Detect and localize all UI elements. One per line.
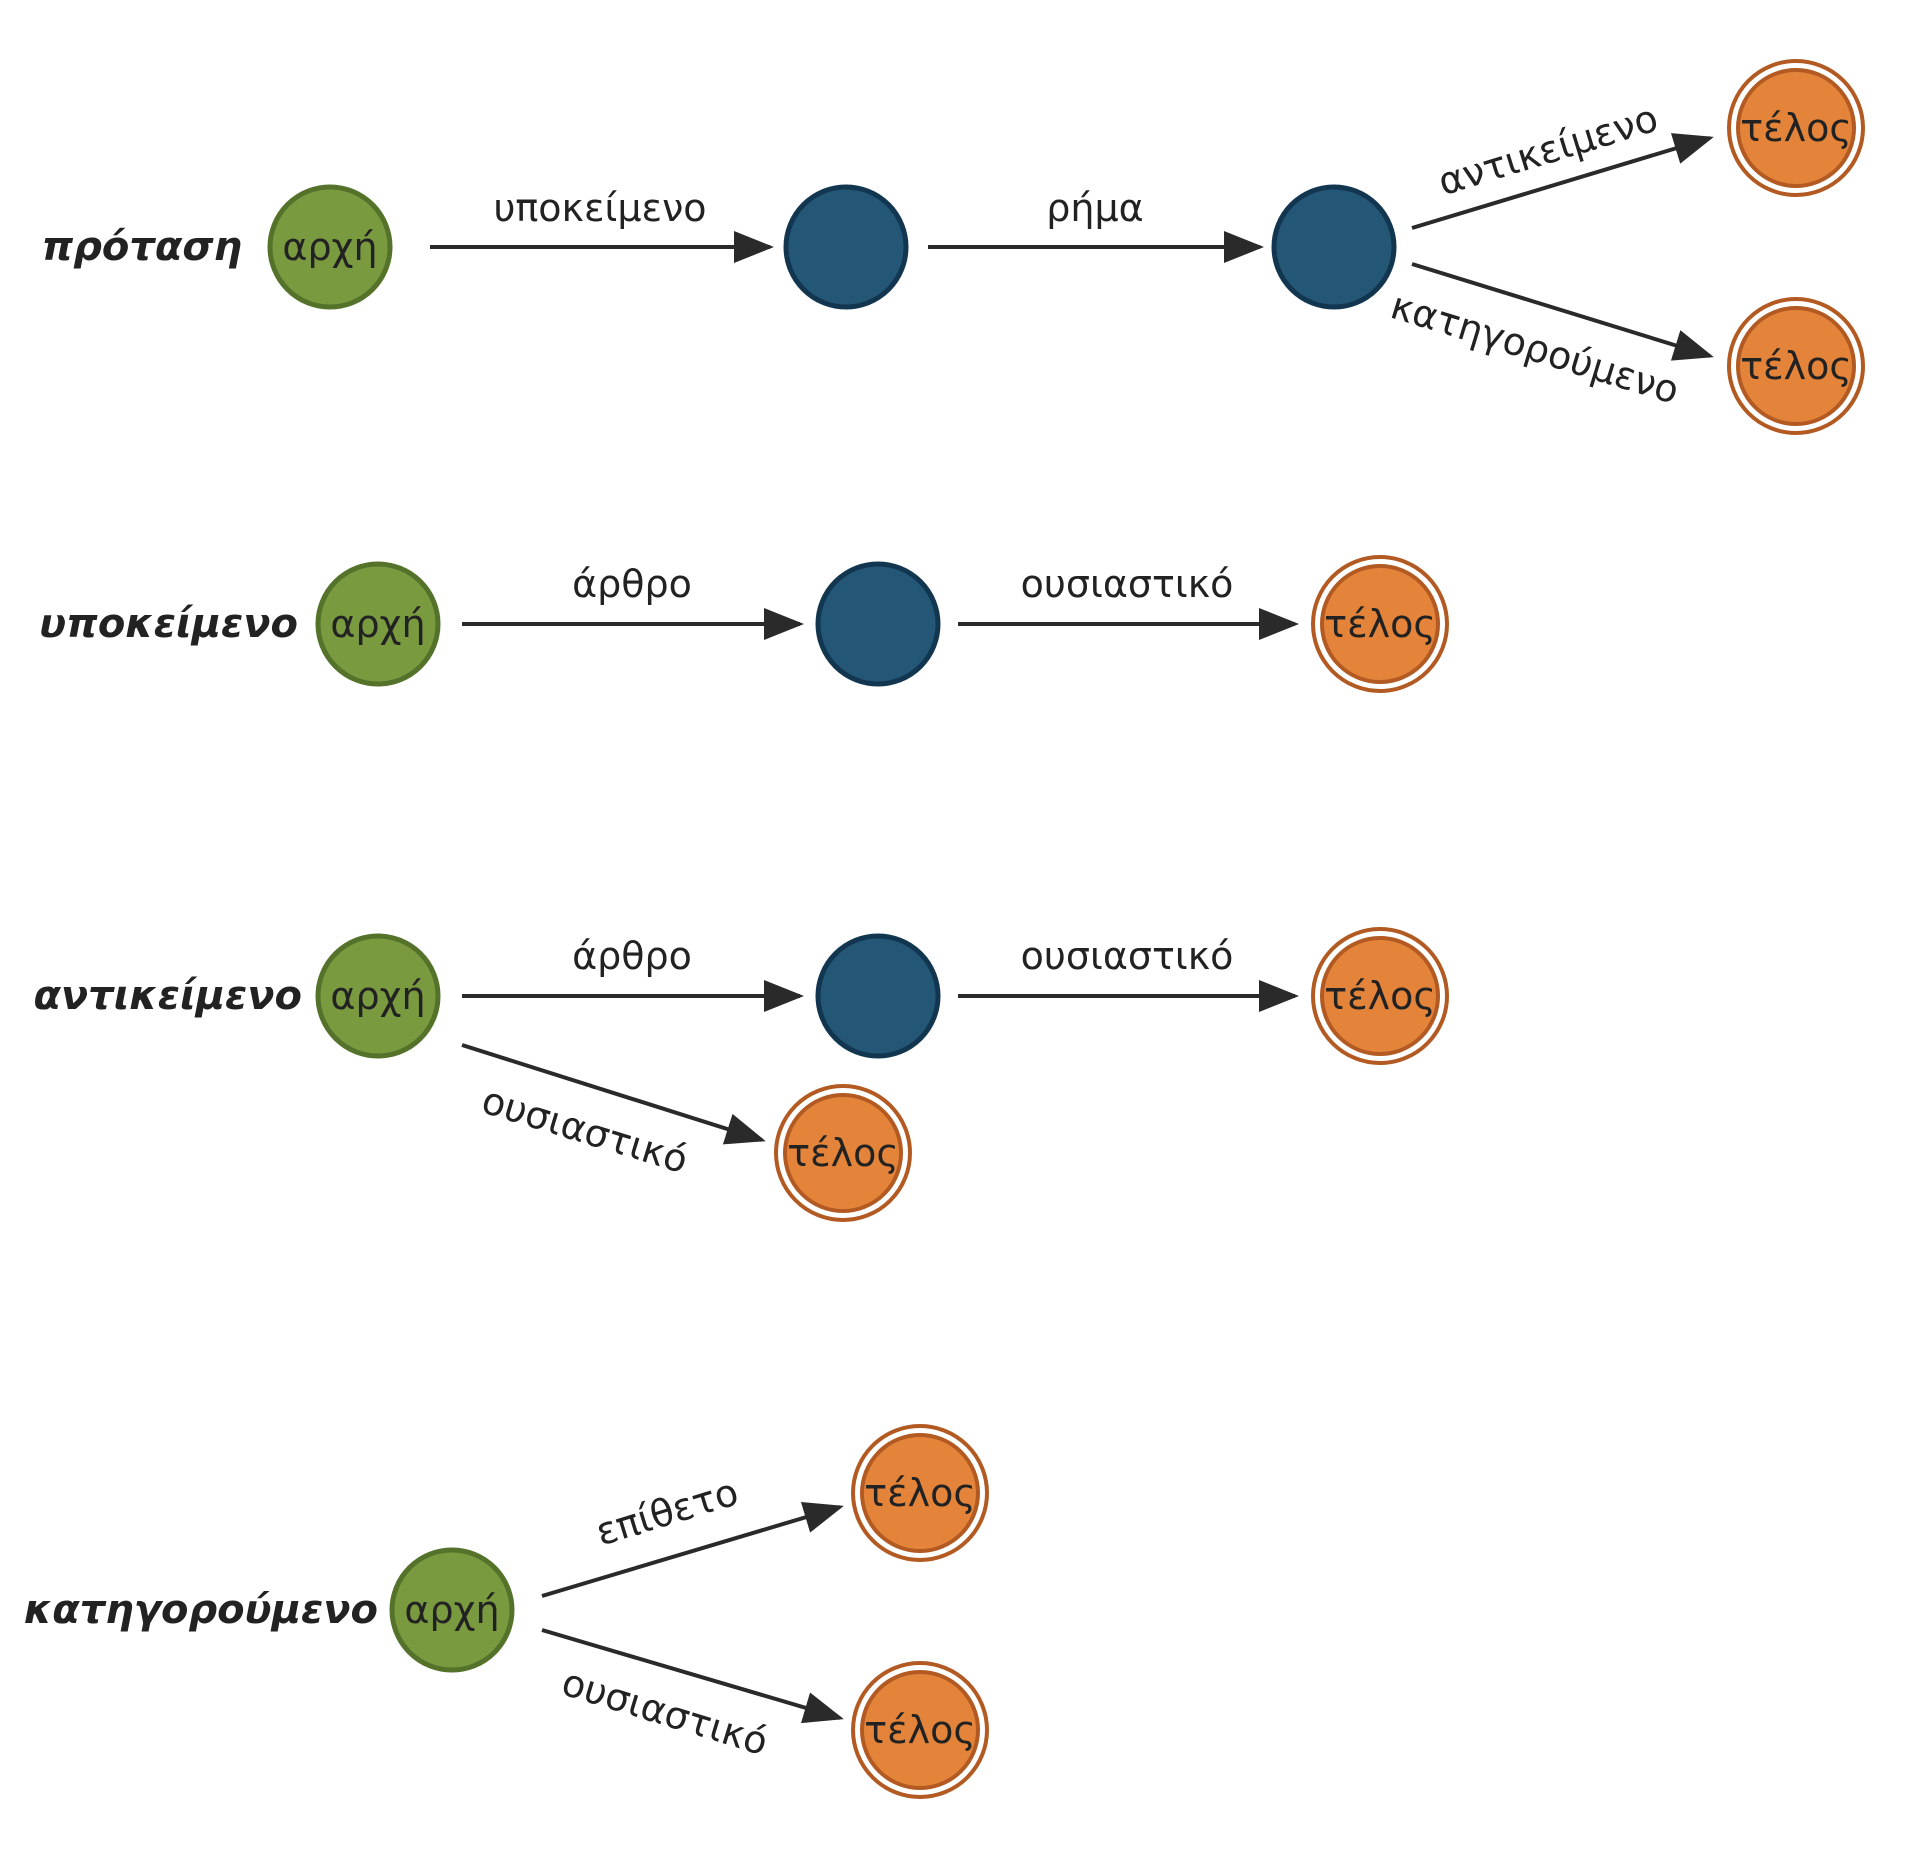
end-state-circle bbox=[783, 1093, 903, 1213]
state-label: τέλος bbox=[1324, 602, 1435, 646]
state-label: τέλος bbox=[1740, 106, 1851, 150]
end-state-circle bbox=[1736, 68, 1856, 188]
end-state: τέλος bbox=[1727, 297, 1865, 435]
state-label: τέλος bbox=[787, 1131, 898, 1175]
end-state: τέλος bbox=[1311, 555, 1449, 693]
transition-label: ρήμα bbox=[1046, 186, 1143, 230]
end-state: τέλος bbox=[851, 1424, 989, 1562]
start-state-circle bbox=[389, 1547, 515, 1673]
intermediate-state-circle bbox=[1271, 184, 1397, 310]
intermediate-state-circle bbox=[783, 184, 909, 310]
rule-label: αντικείμενο bbox=[33, 973, 302, 1019]
state-label: τέλος bbox=[864, 1471, 975, 1515]
end-state: τέλος bbox=[851, 1661, 989, 1799]
state-label: τέλος bbox=[1740, 344, 1851, 388]
state-label: αρχή bbox=[282, 225, 377, 269]
transition-arrow bbox=[541, 1501, 844, 1598]
start-state-circle bbox=[315, 933, 441, 1059]
rule-label: πρόταση bbox=[42, 224, 242, 270]
end-state: τέλος bbox=[774, 1084, 912, 1222]
transition-label: άρθρο bbox=[572, 934, 692, 978]
intermediate-state bbox=[815, 933, 941, 1059]
intermediate-state-circle bbox=[815, 933, 941, 1059]
end-state-circle bbox=[1320, 564, 1440, 684]
end-state-circle bbox=[1736, 306, 1856, 426]
start-state-circle bbox=[315, 561, 441, 687]
end-state: τέλος bbox=[1727, 59, 1865, 197]
transition-arrow bbox=[461, 1043, 766, 1145]
intermediate-state bbox=[815, 561, 941, 687]
end-state-circle bbox=[860, 1670, 980, 1790]
transition-label: ουσιαστικό bbox=[1021, 562, 1234, 606]
transition-label: ουσιαστικό bbox=[557, 1660, 773, 1764]
state-label: αρχή bbox=[404, 1588, 499, 1632]
intermediate-state bbox=[1271, 184, 1397, 310]
state-label: τέλος bbox=[1324, 974, 1435, 1018]
end-state: τέλος bbox=[1311, 927, 1449, 1065]
end-state-circle bbox=[860, 1433, 980, 1553]
intermediate-state-circle bbox=[815, 561, 941, 687]
state-label: τέλος bbox=[864, 1708, 975, 1752]
start-state-circle bbox=[267, 184, 393, 310]
state-label: αρχή bbox=[330, 974, 425, 1018]
state-label: αρχή bbox=[330, 602, 425, 646]
transition-label: υποκείμενο bbox=[493, 186, 706, 230]
transition-arrow bbox=[1411, 133, 1714, 230]
transition-label: ουσιαστικό bbox=[477, 1078, 693, 1182]
start-state: αρχή bbox=[267, 184, 393, 310]
transition-label: ουσιαστικό bbox=[1021, 934, 1234, 978]
transition-label: άρθρο bbox=[572, 562, 692, 606]
start-state: αρχή bbox=[389, 1547, 515, 1673]
start-state: αρχή bbox=[315, 933, 441, 1059]
start-state: αρχή bbox=[315, 561, 441, 687]
intermediate-state bbox=[783, 184, 909, 310]
rule-label: υποκείμενο bbox=[39, 601, 298, 647]
end-state-circle bbox=[1320, 936, 1440, 1056]
transition-arrow bbox=[541, 1628, 844, 1724]
transition-arrow bbox=[1411, 262, 1714, 361]
rule-label: κατηγορούμενο bbox=[24, 1587, 378, 1633]
